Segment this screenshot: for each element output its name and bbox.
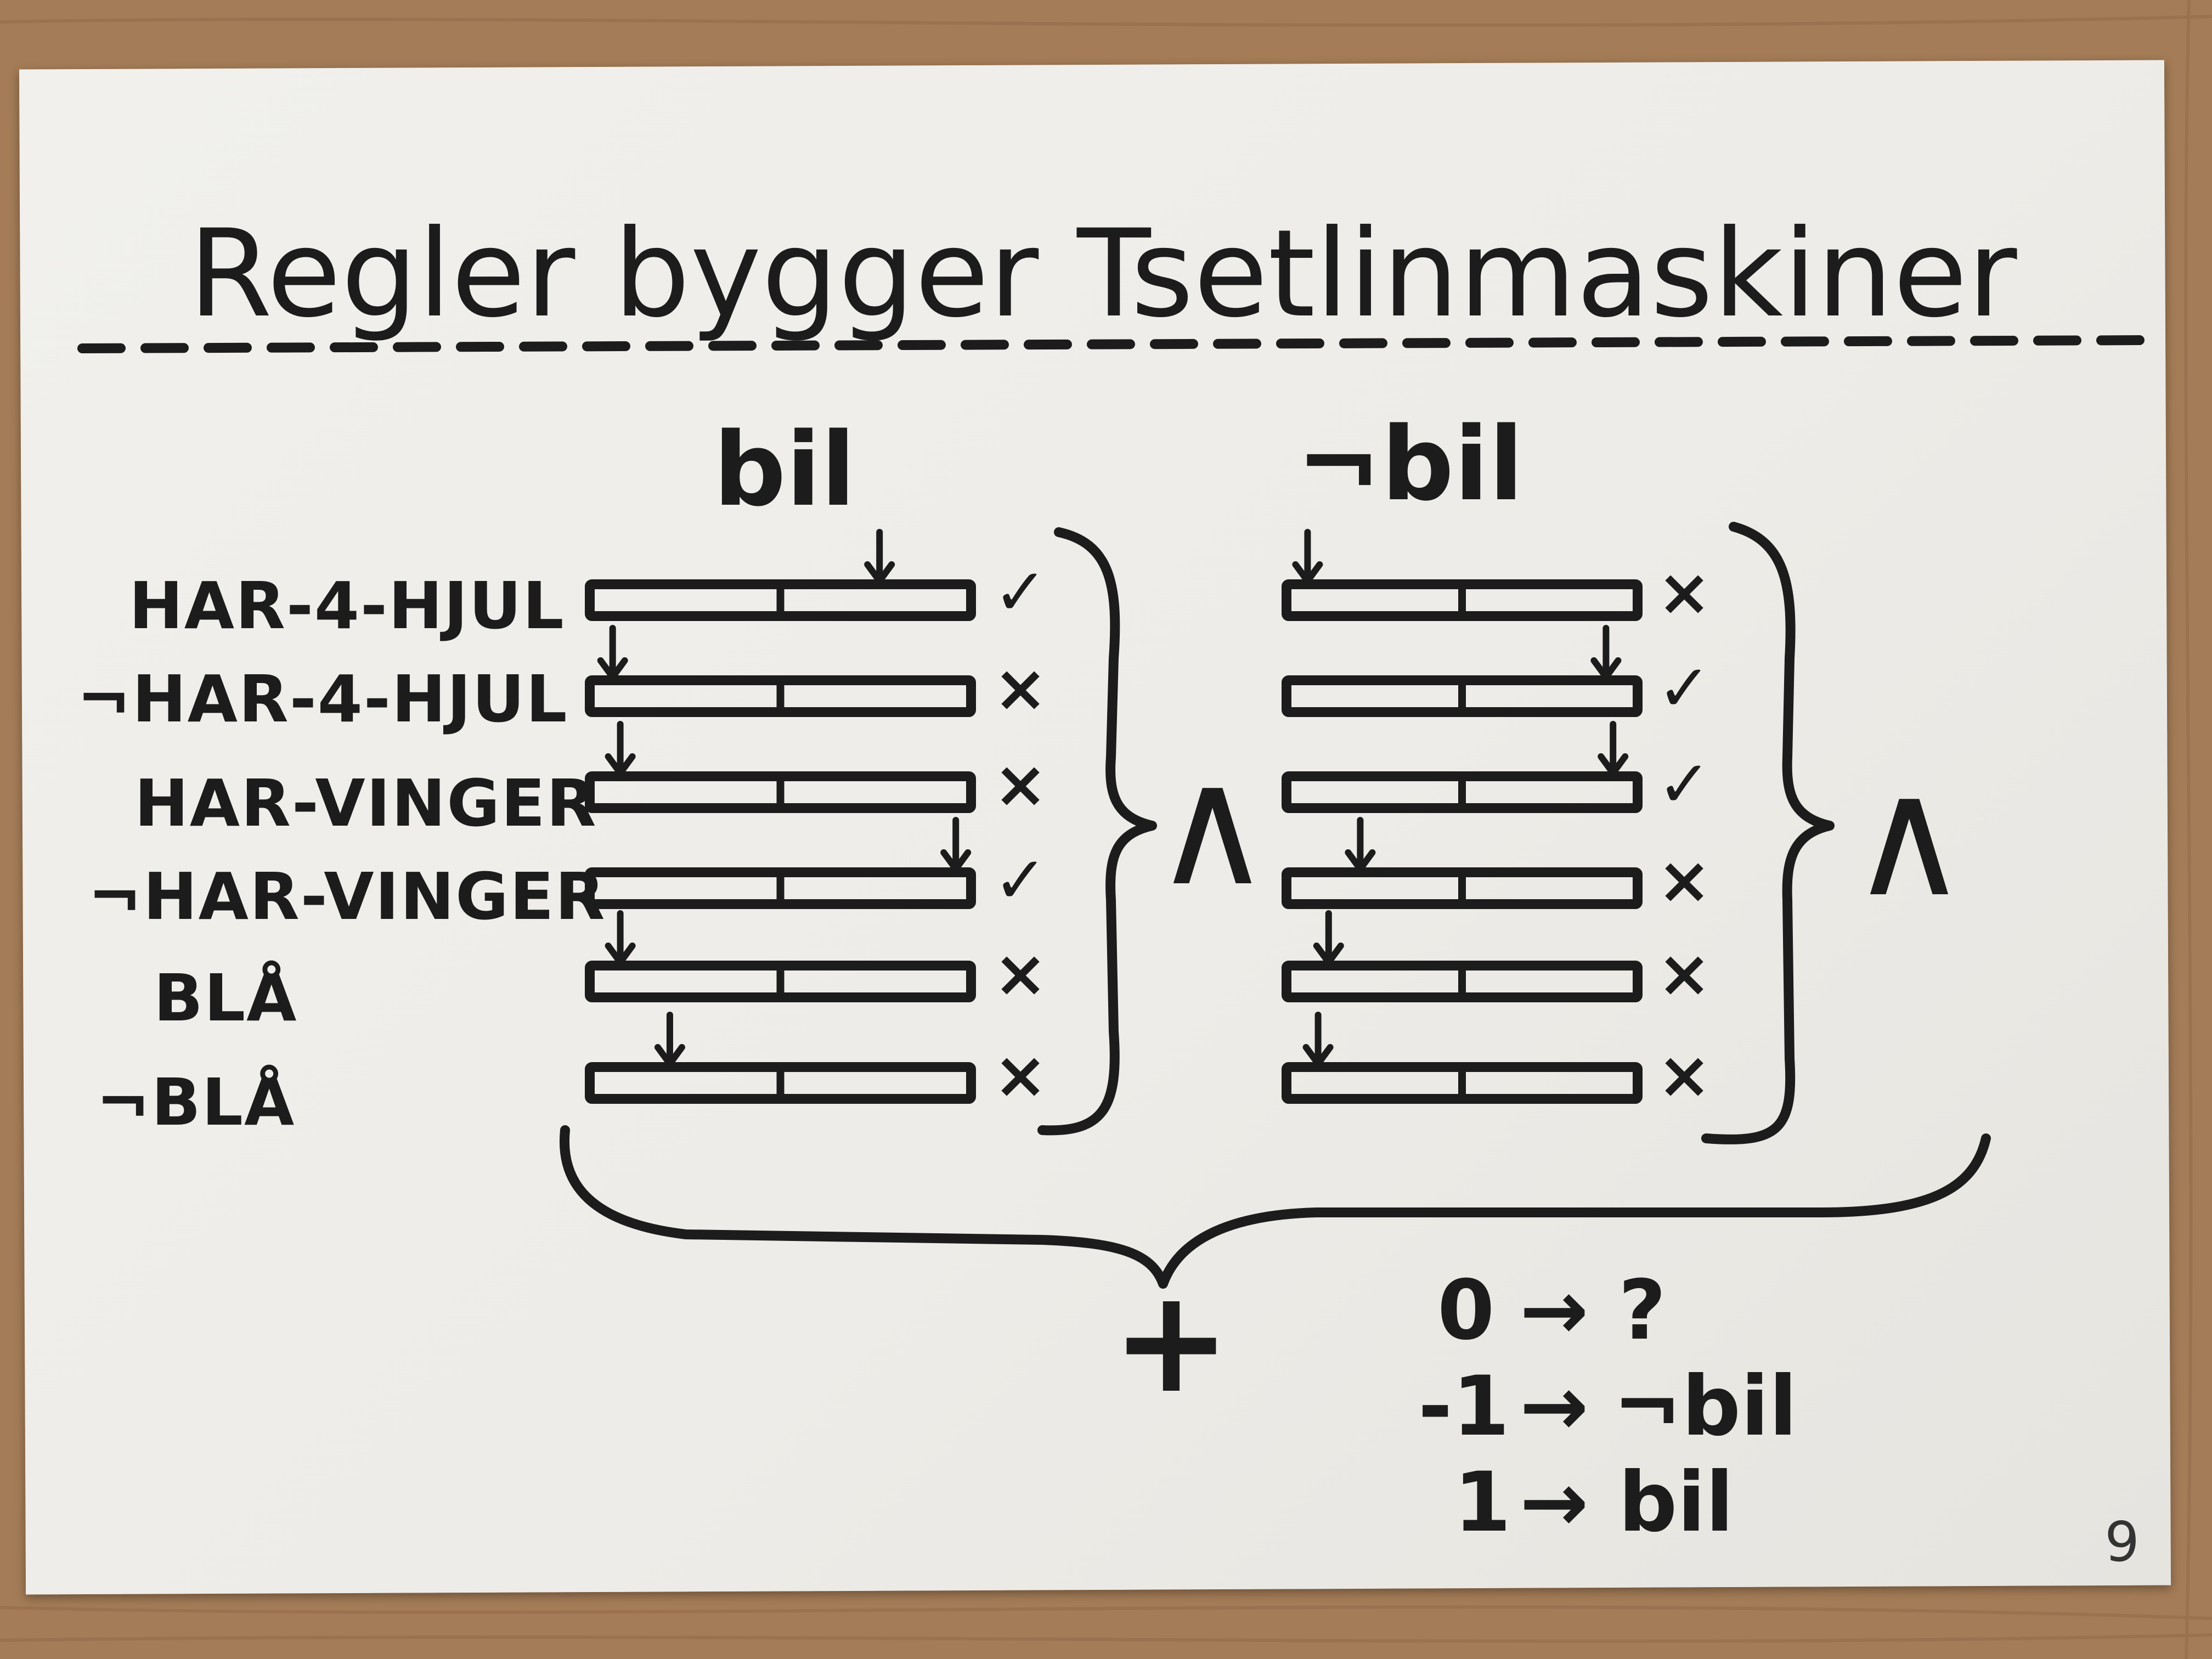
exclude-cross-mark: ×	[994, 650, 1048, 726]
exclude-cross-mark: ×	[1657, 842, 1712, 918]
feature-label: HAR-4-HJUL	[129, 568, 565, 644]
exclude-cross-mark: ×	[994, 1037, 1048, 1113]
state-pointer-arrow	[1590, 625, 1622, 680]
column-header-bil: bil	[713, 410, 855, 529]
clause-bil-automata: ✓ × × ✓ × ×	[585, 529, 1048, 1113]
clause-not-bil-automata: × ✓ ✓ × × ×	[1282, 529, 1712, 1113]
legend-output: bil	[1618, 1455, 1734, 1550]
feature-label: ¬BLÅ	[96, 1064, 295, 1140]
state-pointer-arrow	[654, 1012, 685, 1067]
feature-label: HAR-VINGER	[134, 765, 597, 841]
legend-output: ?	[1618, 1263, 1666, 1358]
state-pointer-arrow	[605, 721, 636, 776]
conjunction-symbol-1: ∧	[1152, 731, 1273, 922]
state-pointer-arrow	[605, 910, 636, 966]
sum-symbol: +	[1111, 1259, 1231, 1425]
state-pointer-arrow	[1598, 721, 1629, 776]
feature-label: ¬HAR-4-HJUL	[77, 661, 568, 737]
state-pointer-arrow	[597, 625, 628, 680]
column-header-not-bil: ¬bil	[1296, 405, 1523, 523]
legend-input: -1	[1418, 1359, 1510, 1454]
legend-input: 1	[1454, 1455, 1511, 1550]
state-pointer-arrow	[940, 817, 972, 872]
state-pointer-arrow	[1302, 1012, 1334, 1067]
brace-clause-not-bil	[1701, 522, 1835, 1144]
legend-input: 0	[1437, 1263, 1494, 1358]
exclude-cross-mark: ×	[1657, 554, 1712, 630]
legend-arrow: →	[1520, 1263, 1589, 1358]
exclude-cross-mark: ×	[994, 935, 1048, 1011]
include-check-mark: ✓	[1657, 650, 1712, 726]
feature-label: BLÅ	[154, 960, 297, 1036]
state-pointer-arrow	[1313, 910, 1344, 966]
state-pointer-arrow	[1345, 817, 1376, 872]
page-title: Regler bygger Tsetlinmaskiner	[188, 204, 2017, 344]
feature-label: ¬HAR-VINGER	[88, 859, 606, 934]
include-check-mark: ✓	[1657, 746, 1712, 822]
exclude-cross-mark: ×	[1657, 935, 1712, 1011]
legend-output: ¬bil	[1613, 1359, 1797, 1454]
include-check-mark: ✓	[994, 842, 1048, 918]
state-pointer-arrow	[864, 529, 895, 584]
exclude-cross-mark: ×	[1657, 1037, 1712, 1113]
feature-labels: HAR-4-HJUL ¬HAR-4-HJUL HAR-VINGER ¬HAR-V…	[77, 568, 606, 1140]
page-number: 9	[2104, 1510, 2140, 1574]
brace-clause-bil	[1037, 527, 1157, 1136]
legend-arrow: →	[1520, 1359, 1589, 1454]
include-check-mark: ✓	[994, 554, 1048, 630]
state-pointer-arrow	[1292, 529, 1323, 584]
conjunction-symbol-2: ∧	[1849, 742, 1970, 933]
sum-brace	[560, 1125, 1991, 1289]
output-legend: 0 → ? -1 → ¬bil 1 → bil	[1418, 1263, 1797, 1550]
legend-arrow: →	[1520, 1455, 1589, 1550]
exclude-cross-mark: ×	[994, 746, 1048, 822]
title-dashed-underline	[77, 335, 2150, 353]
